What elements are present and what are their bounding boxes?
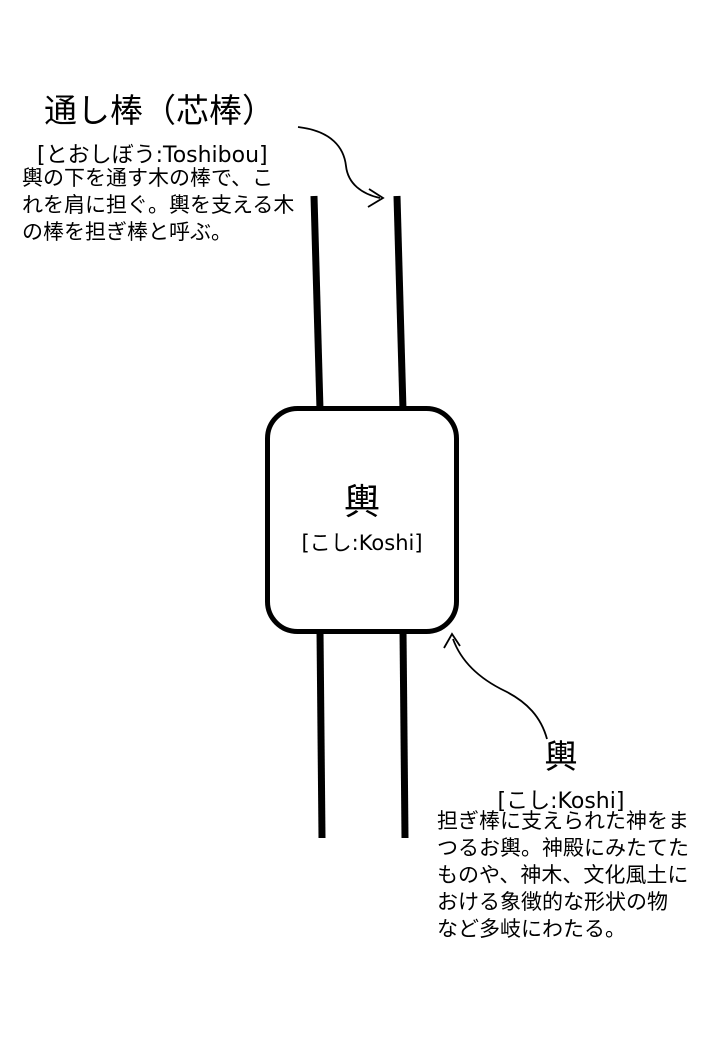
koshi-box-shape <box>265 406 459 634</box>
koshi-curved-arrow <box>452 638 548 740</box>
toushibou-arrowhead-icon <box>367 188 385 208</box>
carrying-pole-bottom-left <box>316 629 326 839</box>
koshi-reading: [こし:Koshi] <box>497 789 625 814</box>
carrying-pole-top-left <box>310 195 324 411</box>
toushibou-description: 輿の下を通す木の棒で、こ れを肩に担ぐ。輿を支える木 の棒を担ぎ棒と呼ぶ。 <box>22 166 295 244</box>
koshi-arrowhead-icon <box>443 632 461 649</box>
carrying-pole-top-right <box>393 195 407 411</box>
koshi-title: 輿 <box>544 737 578 776</box>
koshi-description: 担ぎ棒に支えられた神をま つるお輿。神殿にみたてた ものや、神木、文化風土に お… <box>437 809 689 941</box>
toushibou-reading: [とおしぼう:Toshibou] <box>37 143 268 168</box>
carrying-pole-bottom-right <box>399 629 409 839</box>
koshi-box-label: 輿 [こし:Koshi] <box>267 482 457 556</box>
toushibou-curved-arrow <box>297 126 381 199</box>
koshi-box-reading: [こし:Koshi] <box>301 531 423 555</box>
koshi-box-title: 輿 <box>343 482 380 523</box>
toushibou-title: 通し棒（芯棒） <box>44 91 275 130</box>
